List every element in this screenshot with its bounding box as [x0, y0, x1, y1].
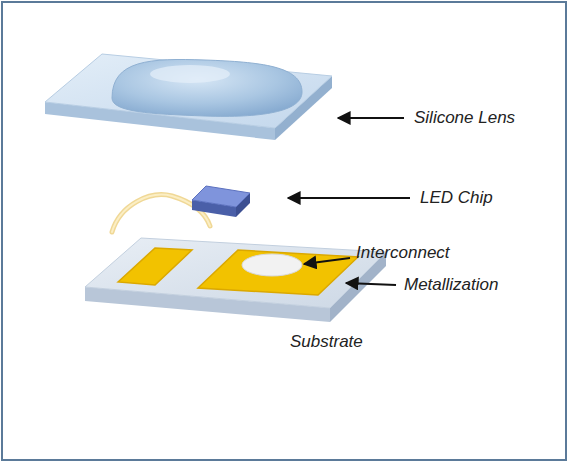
led-chip [192, 186, 250, 217]
substrate [85, 238, 386, 322]
metallization-pad [198, 250, 358, 295]
part-label: Substrate [290, 332, 363, 352]
leader-arrow [304, 258, 350, 264]
part-label: Silicone Lens [414, 108, 515, 128]
part-label: Interconnect [356, 243, 450, 263]
metallization-pad [118, 248, 192, 285]
part-label: LED Chip [420, 188, 493, 208]
interconnect-pad [242, 254, 302, 276]
silicone-lens [45, 54, 332, 140]
part-label: Metallization [404, 275, 499, 295]
leader-arrow [338, 117, 404, 119]
leader-arrow [288, 197, 410, 199]
leader-arrow [346, 283, 396, 285]
